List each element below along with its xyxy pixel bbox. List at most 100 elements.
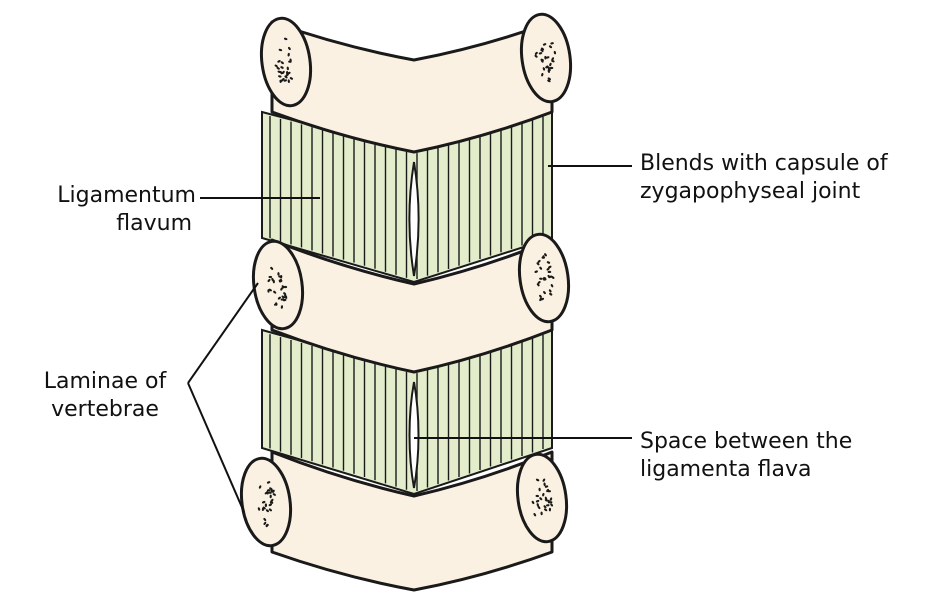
lamina-lower-right-facet-speck [543,508,548,512]
lamina-upper-right-facet-speck [549,66,554,70]
lamina-lower-right-facet-speck [536,503,539,507]
lamina-middle-right-facet-speck [536,283,540,287]
lamina-middle-right-facet-speck [546,261,551,264]
lamina-middle-right-facet-speck [536,262,540,266]
lamina-middle-left-facet-speck [268,275,273,279]
lamina-lower-left-facet-speck [263,521,267,526]
lamina-middle-left-facet-speck [280,298,285,301]
lamina-lower-right-facet-speck [544,499,549,502]
lamina-lower-left-facet-speck [263,517,267,522]
lamina-upper-left-facet-speck [288,60,292,63]
lamina-lower-left-facet-speck [266,481,271,484]
label-laminae-line2: vertebrae [51,397,159,422]
lamina-lower-right-facet-speck [540,511,543,516]
lamina-upper-left-facet-speck [278,75,282,78]
lamina-upper-left-facet-texture [274,37,294,84]
lamina-lower-left-facet-speck [272,493,276,496]
lamina-lower-left-facet-speck [265,509,269,513]
lamina-middle-left-facet-speck [277,296,281,300]
lamina-lower-right-facet-speck [549,497,553,501]
laminae-group [239,12,573,592]
lamina-middle-body [270,238,554,374]
lamina-lower-right-facet [515,452,569,544]
lamina-middle-left-facet-speck [283,285,288,289]
lamina-lower-left-facet-speck [265,523,269,528]
lamina-middle-right-facet-speck [548,275,553,278]
leader-laminae-lower [187,382,245,513]
lamina-upper-right-facet-speck [545,56,550,59]
lamina-upper-right-facet-speck [547,69,550,73]
lamina-middle-right-facet-speck [534,270,538,273]
lamina-upper-right-facet-speck [547,79,551,83]
lamina-upper-right-facet-texture [534,42,557,83]
lamina-middle-right-facet-speck [549,292,553,296]
lamina-middle-left-facet-speck [280,287,283,291]
lamina-lower-left-facet-speck [268,503,272,507]
lamina-lower-left-facet-speck [268,491,272,494]
lamina-upper-left-facet-speck [279,79,283,84]
lamina-lower-left-facet-texture [257,481,276,528]
lamina-upper-body [270,20,554,154]
lamina-upper-right-facet-speck [551,59,555,63]
label-ligamentum-flavum-line1: Ligamentum [57,183,196,208]
lamina-lower-left-facet-speck [268,508,272,512]
label-space-line1: Space between the [640,429,853,454]
lamina-upper-left-facet-speck [276,66,280,70]
lamina-lower-left-facet-speck [264,503,267,508]
label-laminae-of-vertebrae: Laminae of vertebrae [40,368,170,424]
lamina-upper-left-facet-speck [283,79,288,82]
lamina-middle-left-facet-speck [284,294,288,298]
lamina-lower-right-facet-speck [531,500,535,505]
lamina-middle-right-facet-speck [543,291,546,295]
leader-lines [187,165,632,513]
lamina-lower-left-facet-speck [258,485,262,489]
lamina-middle-left-facet-texture [267,266,288,309]
lamina-lower-right-facet-speck [544,485,549,488]
lamina-lower-left-facet-speck [270,498,274,502]
lamina-upper-left-facet-speck [280,66,284,69]
lamina-lower-left-facet-speck [269,494,272,499]
lamina-upper-left-facet-speck [286,66,289,71]
lamina-upper-left-facet-speck [280,61,284,65]
lamina-upper-right-facet-speck [538,52,543,55]
lamina-upper-left-facet-speck [289,77,294,80]
label-blends-with-capsule: Blends with capsule of zygapophyseal joi… [640,150,888,206]
lamina-upper-right-facet-speck [553,50,557,55]
lamina-middle-right-facet-speck [539,277,543,280]
lamina-upper-left-facet-speck [277,70,282,73]
lamina-middle-left-facet-speck [281,295,285,299]
lamina-upper-right-facet-speck [547,77,551,81]
lamina-lower-right-facet-speck [535,499,540,503]
lamina-upper-right-facet-speck [549,62,552,67]
lamina-lower-right-facet-speck [548,507,552,512]
lamina-upper-left-facet-speck [277,60,281,63]
lamina-lower-right-facet-speck [535,494,540,498]
label-blends-line2: zygapophyseal joint [640,179,861,204]
lamina-lower-right-facet-speck [542,478,546,482]
lamina-middle-right-facet-speck [537,281,541,284]
lamina-upper-right-facet-speck [540,47,543,52]
lamina-lower-left-facet [239,456,293,548]
lamina-upper-right-facet-speck [534,51,538,55]
lamina-upper-right-facet-speck [534,54,538,58]
label-space-line2: ligamenta flava [640,457,812,482]
lamina-upper-right-facet-speck [544,55,547,60]
lamina-upper-right-facet-speck [541,72,544,77]
lamina-upper-right-facet-speck [542,43,547,46]
lamina-middle-right-facet-speck [539,266,543,270]
leader-laminae-upper [187,282,259,384]
lamina-middle-left-facet-speck [283,292,287,296]
lamina-upper-right-facet-speck [551,57,555,61]
label-ligamentum-flavum: Ligamentum flavum [44,182,196,238]
lamina-middle-right-facet-speck [547,270,552,274]
lamina-middle-left-facet-speck [278,275,282,278]
ligament-upper-midline-gap [408,161,420,277]
lamina-lower-right-facet-speck [537,505,541,510]
lamina-middle-right-facet-speck [548,265,552,269]
label-space-between-ligamenta: Space between the ligamenta flava [640,428,852,484]
lamina-upper-left-facet-speck [274,64,278,68]
lamina-middle-right-facet-speck [546,267,550,271]
lamina-middle-right-facet-speck [542,255,545,259]
lamina-middle-right-facet-speck [550,284,554,288]
